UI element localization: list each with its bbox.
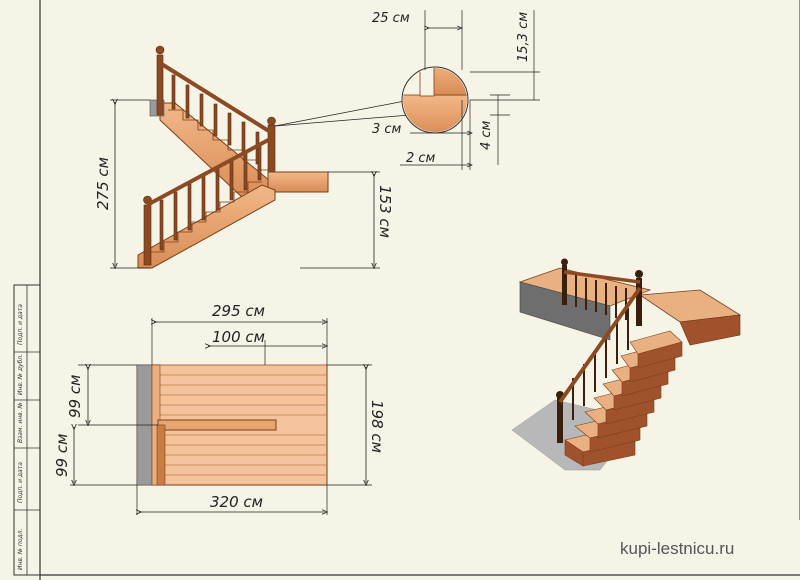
upper-flight-steps (168, 109, 270, 171)
dim-landing-height: 153 см (376, 185, 394, 238)
iso-steps (564, 330, 683, 467)
stamp-cell-4: Подп. и дата (17, 462, 24, 503)
dim-tread-depth: 25 см (372, 11, 410, 26)
plan-view: 295 см 100 см 99 см 99 см 198 см 320 см (53, 302, 386, 515)
dim-offset: 2 см (406, 151, 436, 166)
iso-balusters (556, 258, 643, 443)
dim-tread-thickness: 4 см (479, 120, 494, 150)
lower-balusters (143, 143, 262, 266)
title-block-stamp: Подп. и дата Инв. № дубл. Взам. инв. № П… (13, 284, 41, 576)
stamp-cell-5: Инв. № подл. (17, 529, 24, 570)
stamp-cell-3: Взам. инв. № (17, 402, 24, 443)
stamp-cell-1: Подп. и дата (17, 304, 24, 345)
elevation-view: 275 см 153 см (94, 45, 411, 268)
dim-top-length: 295 см (212, 302, 265, 320)
stamp-cell-2: Инв. № дубл. (17, 354, 24, 395)
dim-flight-width-lower: 99 см (53, 434, 71, 477)
dim-landing-length: 100 см (212, 328, 265, 346)
dim-nosing: 3 см (372, 122, 402, 137)
plan-treads (160, 364, 327, 476)
dim-total-width: 198 см (368, 400, 386, 453)
dim-riser-height: 15,3 см (516, 12, 531, 62)
dim-bottom-length: 320 см (210, 493, 263, 511)
dim-total-height: 275 см (94, 157, 112, 210)
dim-flight-width-upper: 99 см (66, 375, 84, 418)
step-detail-callout: 25 см 15,3 см 3 см 2 см 4 см (372, 10, 540, 170)
watermark: kupi-lestnicu.ru (620, 539, 734, 558)
isometric-3d-view (511, 258, 742, 471)
